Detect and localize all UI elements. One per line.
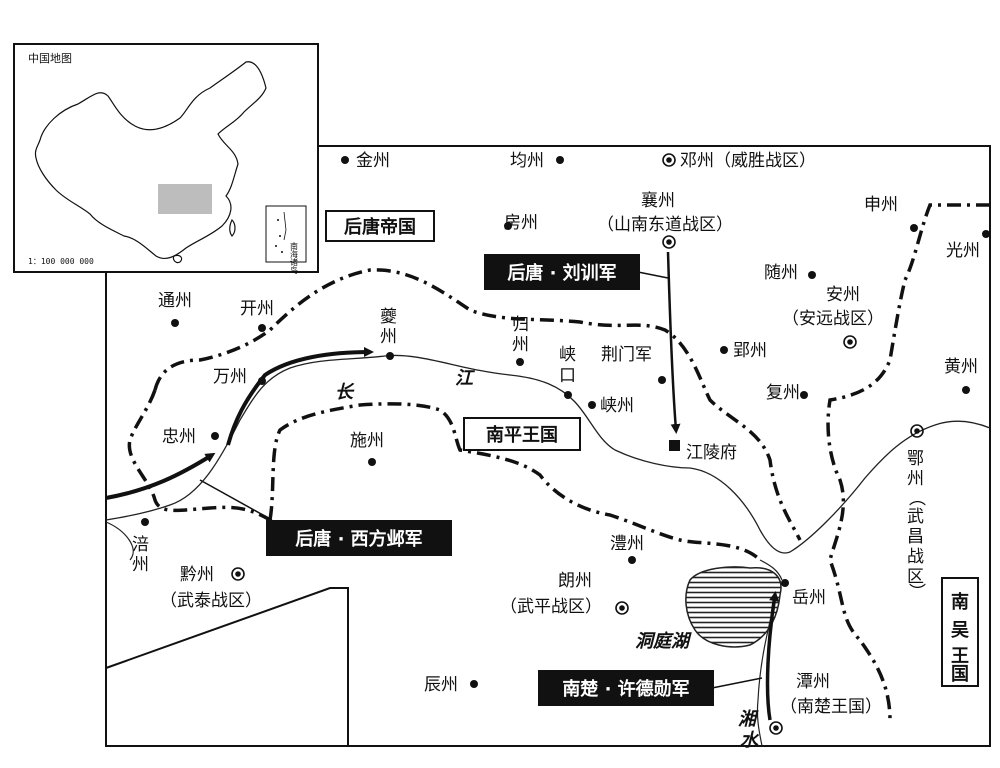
place-xiazhou: 峡州 <box>600 396 634 416</box>
borders <box>127 203 990 721</box>
polity-southern-wu: 南 吴 王 国 <box>941 577 979 687</box>
river-label-shui: 水 <box>740 730 760 751</box>
arrow-liu-xun <box>666 251 681 434</box>
place-dengzhou: 邓州（威胜战区） <box>680 151 816 171</box>
place-shenzhou: 申州 <box>864 195 898 215</box>
inset-china-map: 中国地图 南海诸岛 1：100 000 000 <box>13 43 319 275</box>
inset-sea-label: 南海诸岛 <box>290 241 299 275</box>
place-anzhou: 安州 <box>826 285 860 305</box>
army-label-xifang-ye: 后唐 · 西方邺军 <box>295 528 422 550</box>
place-tanzhou-sub: （南楚王国） <box>780 697 882 717</box>
place-jianglingfu: 江陵府 <box>686 443 737 463</box>
army-label-liu-xun: 后唐 · 刘训军 <box>507 262 616 284</box>
polity-label-later-tang: 后唐帝国 <box>344 216 416 238</box>
jiangling-marker <box>669 440 680 451</box>
arrow-xu-dexun <box>765 591 780 721</box>
map-edge-block <box>105 587 349 746</box>
arrow-xifang-ye-lower <box>105 452 216 500</box>
place-fuzhou-hb: 复州 <box>766 383 800 403</box>
polity-label-southern-wu-1: 南 <box>951 591 969 613</box>
place-junzhou: 均州 <box>510 151 544 171</box>
place-ezhou-2: 州 <box>907 469 924 489</box>
polity-label-southern-wu-2: 吴 <box>951 620 969 641</box>
place-fangzhou: 房州 <box>504 213 538 233</box>
place-ezhou-7: 区 <box>907 567 924 587</box>
place-qianzhou: 黔州 <box>180 565 214 585</box>
place-ezhou-5: 昌 <box>907 527 924 547</box>
place-jinzhou: 金州 <box>356 151 390 171</box>
place-xiakou-2: 口 <box>559 366 576 386</box>
place-huangzhou: 黄州 <box>944 357 978 377</box>
army-arrows <box>105 251 780 721</box>
river-tributary <box>105 521 134 561</box>
place-chenzhou: 辰州 <box>424 675 458 695</box>
place-langzhou-sub: （武平战区） <box>500 597 602 617</box>
border-nanping <box>268 402 762 562</box>
place-xiakou-1: 峡 <box>559 345 576 365</box>
river-label-chang: 长 <box>335 382 355 403</box>
place-guangzhou: 光州 <box>946 241 980 261</box>
place-ezhou-6: 战 <box>907 547 924 567</box>
polity-nanping: 南平王国 <box>463 417 581 451</box>
inset-taiwan <box>229 218 236 237</box>
yangtze-river <box>105 354 991 554</box>
place-qianzhou-sub: （武泰战区） <box>160 591 262 611</box>
border-tang-west <box>127 389 271 522</box>
border-tang-nanping-north <box>153 268 802 541</box>
inset-hainan <box>172 254 183 264</box>
polity-later-tang: 后唐帝国 <box>325 210 435 242</box>
place-lizhou: 澧州 <box>610 534 644 554</box>
polity-label-nanping: 南平王国 <box>486 424 558 446</box>
place-wanzhou: 万州 <box>213 367 247 387</box>
callout-leaders <box>199 271 763 689</box>
place-ezhou-8: ︶ <box>909 583 926 603</box>
place-tongzhou: 通州 <box>158 291 192 311</box>
polity-label-southern-wu-3: 王 <box>951 646 969 667</box>
map-frame <box>105 145 991 747</box>
china-outline <box>34 61 267 260</box>
place-tanzhou: 潭州 <box>796 672 830 692</box>
river-label-xiang: 湘 <box>738 709 759 730</box>
place-yuezhou: 岳州 <box>792 588 826 608</box>
inset-scale: 1：100 000 000 <box>28 257 94 266</box>
army-box-xifang-ye: 后唐 · 西方邺军 <box>266 520 452 556</box>
city-dots <box>141 156 990 688</box>
place-kuizhou-2: 州 <box>380 327 397 347</box>
army-box-xu-dexun: 南楚 · 许德勋军 <box>538 670 714 706</box>
place-kuizhou-1: 夔 <box>380 307 397 327</box>
polity-label-southern-wu-4: 国 <box>951 664 969 685</box>
place-guizhou-2: 州 <box>512 335 529 355</box>
inset-south-sea-box: 南海诸岛 <box>265 205 307 275</box>
lake-label-dongting: 洞庭湖 <box>635 631 692 652</box>
place-fuzhou-cq-1: 涪 <box>132 535 149 555</box>
place-labels: 金州 均州 邓州（威胜战区） 襄州 （山南东道战区） 房州 申州 光州 通州 开… <box>132 151 980 717</box>
place-langzhou: 朗州 <box>558 571 592 591</box>
place-yingzhou: 郢州 <box>733 341 767 361</box>
place-guizhou-1: 归 <box>512 315 529 335</box>
inset-title: 中国地图 <box>28 52 72 65</box>
place-anzhou-sub: （安远战区） <box>782 309 884 329</box>
lake-outlet <box>759 559 783 581</box>
place-ezhou-1: 鄂 <box>907 449 924 469</box>
place-zhongzhou: 忠州 <box>162 427 196 447</box>
army-label-xu-dexun: 南楚 · 许德勋军 <box>562 678 689 700</box>
place-xiangzhou-sub: （山南东道战区） <box>597 215 733 235</box>
army-box-liu-xun: 后唐 · 刘训军 <box>484 254 640 290</box>
place-jingmenjun: 荆门军 <box>601 345 652 365</box>
place-kaizhou: 开州 <box>240 299 274 319</box>
inset-highlight <box>158 184 212 214</box>
seat-markers <box>231 153 924 735</box>
river-label-jiang: 江 <box>455 368 476 389</box>
place-suizhou: 随州 <box>764 263 798 283</box>
arrow-xifang-ye-upper <box>226 347 374 446</box>
place-ezhou-3: ︵ <box>909 489 926 509</box>
place-ezhou-4: 武 <box>907 507 924 527</box>
place-fuzhou-cq-2: 州 <box>132 555 149 575</box>
place-shizhou: 施州 <box>350 431 384 451</box>
place-xiangzhou: 襄州 <box>641 190 675 211</box>
